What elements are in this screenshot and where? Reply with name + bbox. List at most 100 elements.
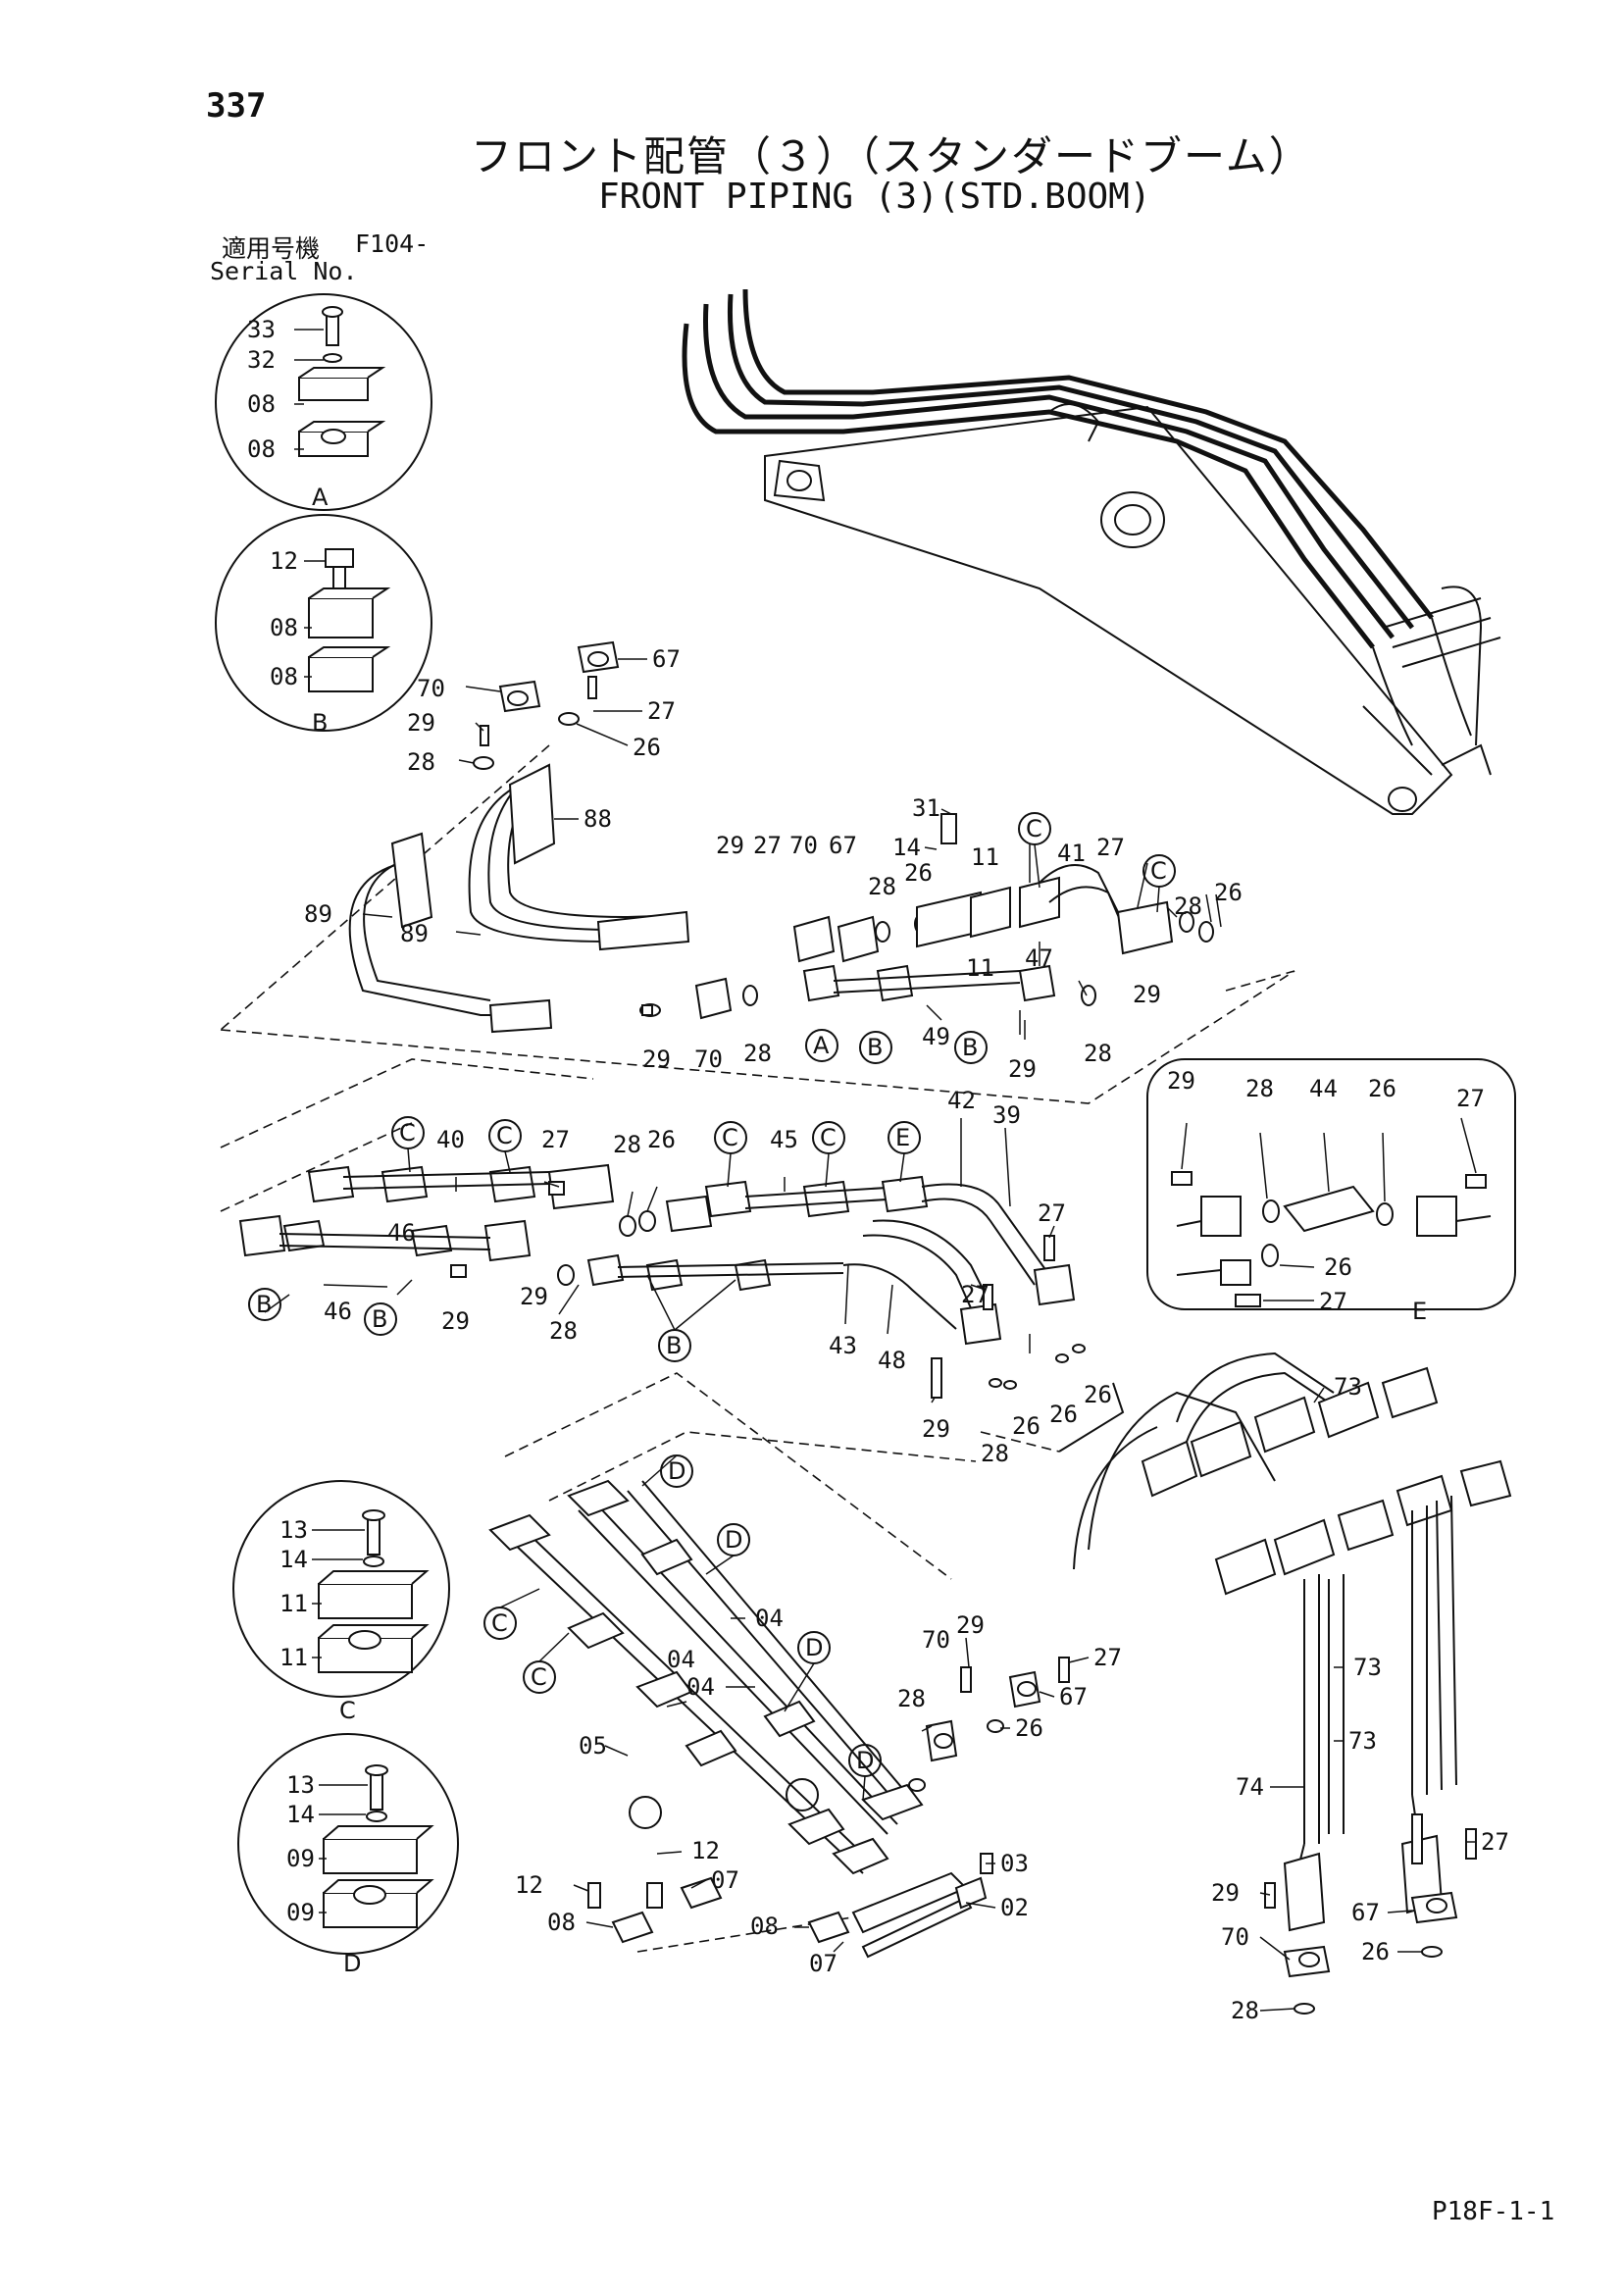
marker-c8: C [531,1663,547,1691]
callout-28f: 28 [613,1131,641,1158]
callout-11b: 11 [966,954,994,982]
callout-26h: 26 [1015,1714,1043,1742]
marker-c2: C [1150,857,1167,885]
callout-03: 03 [1000,1850,1029,1877]
serial-label-en: Serial No. [210,257,358,285]
marker-c3: C [399,1119,416,1147]
detail-d-part-09b: 09 [286,1899,315,1926]
callout-04c: 04 [686,1673,715,1701]
callout-29j: 29 [1211,1879,1240,1907]
marker-c5: C [722,1124,738,1151]
marker-d2: D [725,1526,742,1554]
marker-a: A [813,1032,830,1059]
detail-b-part-08: 08 [270,614,298,641]
callout-46: 46 [387,1219,416,1247]
detail-a: 33 32 08 08 A [215,293,432,511]
callout-28g: 28 [549,1317,578,1345]
marker-c: C [1026,815,1042,842]
callout-26d: 26 [647,1126,676,1153]
detail-d-part-14: 14 [286,1801,315,1828]
detail-b-letter: B [312,709,328,737]
detail-a-part-33: 33 [247,316,276,343]
detail-e: 29 28 44 26 27 26 27 E [1146,1058,1516,1325]
detail-d-part-09: 09 [286,1845,315,1872]
callout-27b: 27 [753,832,782,859]
callout-29g: 29 [520,1283,548,1310]
callout-28j: 28 [1231,1997,1259,2024]
middle-pipe-section [220,1058,1125,1453]
callout-27f: 27 [961,1281,990,1308]
callout-14: 14 [892,834,921,861]
marker-c4: C [496,1122,513,1149]
callout-11: 11 [971,843,999,871]
callout-28c: 28 [1174,893,1202,920]
callout-04: 04 [755,1605,784,1632]
callout-67c: 67 [1059,1683,1088,1710]
callout-26i: 26 [1361,1938,1390,1965]
marker-c6: C [820,1124,837,1151]
marker-c7: C [491,1609,508,1637]
detail-e-letter: E [1412,1298,1427,1325]
marker-b4: B [372,1305,387,1333]
detail-e-part-29: 29 [1167,1067,1195,1095]
detail-b: 12 08 08 B [215,514,432,737]
callout-28b: 28 [868,873,896,900]
leader-lines [264,658,1476,2012]
callout-29: 29 [407,709,435,737]
callout-48: 48 [878,1347,906,1374]
detail-e-part-26b: 26 [1324,1253,1352,1281]
serial-label-jp: 適用号機 [222,234,321,263]
callout-89: 89 [304,900,332,928]
callout-27e: 27 [1038,1199,1066,1227]
callout-49: 49 [922,1023,950,1050]
callout-70d: 70 [922,1626,950,1654]
detail-a-part-32: 32 [247,346,276,374]
detail-e-part-28: 28 [1245,1075,1274,1102]
callout-29c: 29 [1133,981,1161,1008]
page-number: 337 [206,86,267,126]
marker-b5: B [666,1332,682,1359]
marker-b2: B [962,1034,978,1061]
callout-28e: 28 [1084,1040,1112,1067]
callout-29b: 29 [716,832,744,859]
callout-45: 45 [770,1126,798,1153]
callout-89b: 89 [400,920,429,947]
callout-67: 67 [652,645,681,673]
detail-e-part-44: 44 [1309,1075,1338,1102]
detail-b-part-08b: 08 [270,663,298,690]
detail-d: 13 14 09 09 D [237,1733,459,1977]
callout-70c: 70 [694,1046,723,1073]
page-title-en: FRONT PIPING (3)(STD.BOOM) [598,177,1151,217]
callout-26f: 26 [1049,1401,1078,1428]
callout-73c: 73 [1348,1727,1377,1755]
callout-29e: 29 [1008,1055,1037,1083]
callout-46b: 46 [324,1298,352,1325]
callout-67d: 67 [1351,1899,1380,1926]
detail-a-letter: A [312,484,329,511]
callout-26: 26 [633,734,661,761]
callout-67b: 67 [829,832,857,859]
callout-27c: 27 [1096,834,1125,861]
detail-c-part-14: 14 [279,1546,308,1573]
callout-08b: 08 [750,1913,779,1940]
serial-value: F104- [355,230,430,258]
callout-07: 07 [711,1866,739,1894]
callout-07b: 07 [809,1950,837,1977]
callout-29i: 29 [956,1611,985,1639]
callout-28h: 28 [981,1440,1009,1467]
marker-d3: D [805,1634,823,1661]
callout-73: 73 [1334,1373,1362,1401]
callout-05: 05 [579,1732,607,1760]
callout-28d: 28 [743,1040,772,1067]
marker-d4: D [856,1747,874,1774]
clamp-markers: A B B C C C C C C E B B B D D D D C C [248,812,1176,1829]
callout-26c: 26 [1214,879,1243,906]
detail-c-part-13: 13 [279,1516,308,1544]
callout-70b: 70 [789,832,818,859]
detail-c: 13 14 11 11 C [232,1480,450,1724]
page-code: P18F-1-1 [1432,2197,1555,2226]
callout-42: 42 [947,1087,976,1114]
callout-47: 47 [1025,944,1053,972]
callout-29d: 29 [642,1046,671,1073]
callout-31: 31 [912,794,940,822]
